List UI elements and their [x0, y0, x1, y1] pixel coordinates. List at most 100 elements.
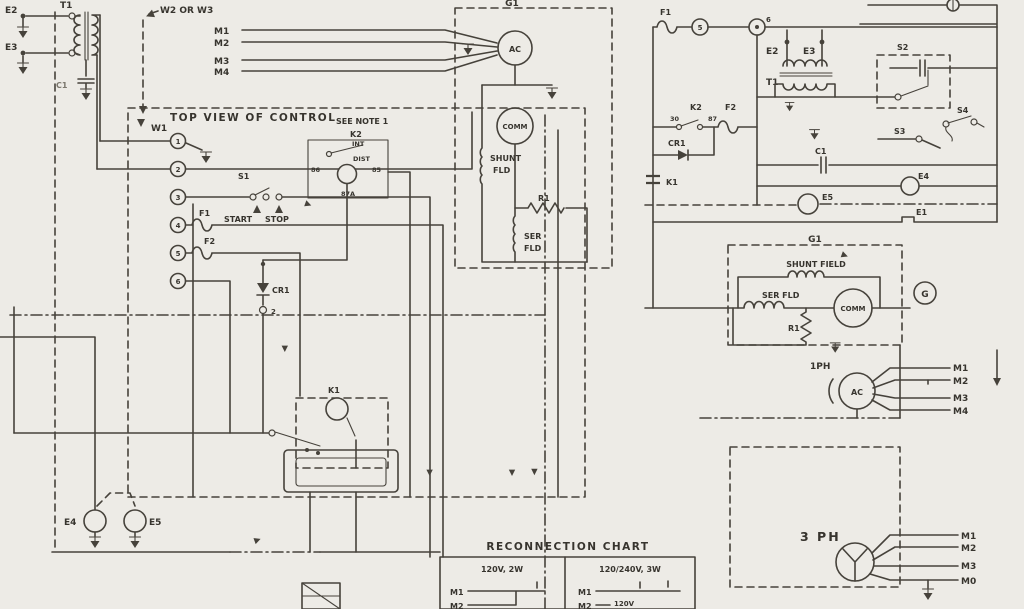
shunt-field-branch: [479, 84, 588, 263]
comm-label: COMM: [502, 123, 527, 131]
generator-g1-box: G1 AC COMM SHUNT FLD R1 SER FLD: [454, 0, 613, 269]
k1-mount-inner: [295, 457, 387, 487]
c1-label: C1: [56, 81, 68, 90]
ph3-wye-spokes: [842, 548, 868, 582]
s2-capacitor: [889, 59, 998, 77]
chart-col-left: 120V, 2W: [481, 565, 523, 574]
ph3-lead-wires: [869, 534, 959, 581]
r-cr1-diode: [678, 150, 688, 160]
r-k2-30: 30: [670, 115, 680, 123]
r-k1-label: K1: [666, 178, 678, 187]
shunt-fld-label-2: FLD: [493, 166, 511, 175]
e3-terminal-dot: [20, 50, 26, 56]
e2-label: E2: [5, 6, 17, 16]
t1-core: [84, 11, 89, 61]
r-k2-label: K2: [690, 103, 702, 112]
k2-terminal-bottom: 87A: [341, 190, 355, 198]
r-c1-label: C1: [815, 147, 827, 156]
r-k2-contacts: [696, 123, 704, 131]
cr1-diode: CR1 2: [256, 259, 290, 434]
r-e4-symbol: [900, 176, 920, 196]
ph1-label: 1PH: [810, 362, 830, 372]
ph3-border: [729, 446, 901, 588]
r-f2-fuse: [702, 120, 758, 134]
e2-terminal-dot: [20, 13, 26, 19]
terminal-3-label: 3: [176, 194, 181, 202]
chart-right-m1: M1: [578, 588, 592, 597]
m2-lead-label: M2: [214, 39, 229, 49]
w1-label: W1: [151, 124, 167, 134]
ph1-ac-label: AC: [851, 388, 863, 397]
t1-primary-winding: [73, 14, 81, 56]
g1-label: G1: [505, 0, 519, 9]
r-e4-label: E4: [918, 172, 929, 181]
k2-relay: SEE NOTE 1 K2 INT DIST 86 85 87A: [262, 117, 411, 498]
m4-lead-label: M4: [214, 68, 229, 78]
stop-label: STOP: [265, 215, 289, 224]
s4-contacts: [970, 118, 978, 126]
f1-label: F1: [199, 209, 210, 218]
reconnection-chart: RECONNECTION CHART 120V, 2W 120/240V, 3W…: [426, 468, 696, 609]
k2-arm-label: INT: [352, 140, 365, 148]
shunt-field-coil: [737, 270, 881, 309]
r-k1-symbol: [646, 174, 660, 185]
f1-fuse: [185, 218, 444, 558]
r-e5-label: E5: [822, 193, 833, 202]
k1-coil: [325, 397, 349, 421]
ph3-m2-label: M2: [961, 544, 976, 554]
r-e5-symbol: [797, 193, 819, 215]
r-r1-resistor: [732, 307, 812, 346]
m3-lead-label: M3: [214, 57, 229, 67]
ph1-lead-wires: [871, 367, 951, 411]
cr1-terminal: [258, 305, 268, 315]
terminal-2-label: 2: [176, 166, 181, 174]
e4-e5-jumper: [96, 492, 136, 507]
c1-capacitor: [77, 59, 95, 89]
t1-secondary-rails: [96, 14, 101, 170]
k2-coil-label: DIST: [353, 155, 370, 163]
e4-stud-label: E4: [64, 518, 76, 528]
r1-label: R1: [538, 194, 550, 203]
k2-terminal-left: 86: [311, 166, 321, 174]
s2-outline: [876, 54, 951, 109]
ser-fld-label-2: FLD: [524, 244, 542, 253]
g-meter-symbol: [913, 281, 937, 305]
m1-lead-label: M1: [214, 27, 229, 37]
ph3-label: 3 PH: [800, 529, 841, 544]
ser-fld-label-1: SER: [524, 232, 541, 241]
terminal-4-label: 4: [176, 222, 181, 230]
terminal-1-label: 1: [176, 138, 181, 146]
r-g1-label: G1: [808, 235, 822, 245]
r-e1-label: E1: [916, 208, 927, 217]
r-cr1-label: CR1: [668, 139, 686, 148]
k2-outline: [307, 139, 389, 199]
r-t1-secondary: [774, 83, 836, 98]
ser-fld-coil: [644, 300, 835, 309]
r-f1-label: F1: [660, 8, 671, 17]
bus-wires: [0, 11, 559, 609]
start-label: START: [224, 215, 253, 224]
k1-mount-outer: [283, 449, 399, 493]
s1-label: S1: [238, 172, 250, 181]
cr1-label: CR1: [272, 286, 290, 295]
e5-stud-label: E5: [149, 518, 161, 528]
series-field-coil: [512, 207, 516, 263]
k1-label: K1: [328, 386, 340, 395]
terminal-6-label: 6: [176, 278, 181, 286]
ground-terminals-e4-e5: E4 E5: [64, 492, 161, 549]
r-comm-label: COMM: [840, 305, 865, 313]
ac-label: AC: [509, 45, 521, 54]
s2-label: S2: [897, 43, 908, 52]
shunt-fld-label-1: SHUNT: [490, 154, 522, 163]
chart-right-wiring: [595, 590, 681, 606]
chart-left-wiring: [467, 590, 546, 606]
r-c1-capacitor: [756, 156, 998, 174]
e5-stud: [123, 509, 147, 533]
k1-relay: K1: [253, 345, 399, 553]
generator-g1-right: G1 SHUNT FIELD SER FLD COMM R1 G: [644, 235, 937, 346]
ph3-m0-label: M0: [961, 577, 976, 587]
s3-label: S3: [894, 127, 905, 136]
ph1-m4-label: M4: [953, 407, 968, 417]
cr1-terminal-label: 2: [271, 308, 276, 316]
